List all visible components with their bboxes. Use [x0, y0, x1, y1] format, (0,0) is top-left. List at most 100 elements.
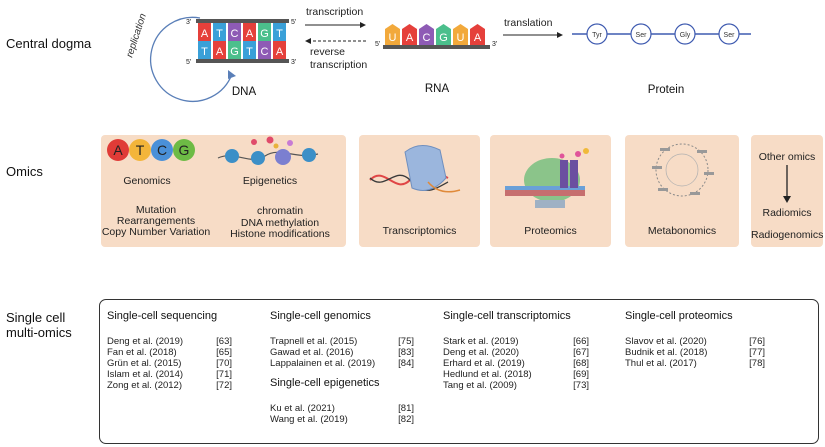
reference-author: Grün et al. (2015): [107, 358, 182, 369]
genomics-letter-circle: [151, 139, 173, 161]
dna-base-top: [228, 23, 241, 41]
rna-base: [436, 24, 451, 45]
dna-base-bottom: [198, 41, 211, 59]
genomics-letter-circle: [107, 139, 129, 161]
sc-transcriptomics-refs: Stark et al. (2019)[66]Deng et al. (2020…: [443, 336, 589, 391]
transcription-arrowhead: [360, 22, 366, 28]
rna-base-letter: U: [389, 32, 397, 44]
reference-author: Deng et al. (2019): [107, 336, 184, 347]
amino-acid-label: Ser: [636, 32, 648, 39]
reference-number: [75]: [398, 336, 414, 347]
reference-number: [70]: [216, 358, 232, 369]
sc-proteomics-refs: Slavov et al. (2020)[76]Budnik et al. (2…: [625, 336, 765, 369]
reference-author: Erhard et al. (2019): [443, 358, 525, 369]
metabonomics-label: Metabonomics: [647, 225, 717, 237]
dna-base-bottom: [258, 41, 271, 59]
reference-row: Wang et al. (2019) [82]: [270, 414, 414, 425]
reference-row: Trapnell et al. (2015) [75]: [270, 336, 414, 347]
dna-top-backbone: [196, 19, 289, 23]
reference-author: Gawad et al. (2016): [270, 347, 354, 358]
rna-base-letter: A: [474, 32, 482, 44]
epigenetics-title: Epigenetics: [242, 175, 298, 187]
reference-author: Trapnell et al. (2015): [270, 336, 358, 347]
genomics-letter: A: [113, 142, 123, 158]
reference-number: [77]: [749, 347, 765, 358]
row-label-single-cell-line1: Single cell: [6, 310, 66, 325]
rna-base-letter: C: [423, 32, 431, 44]
epigenetics-item: Histone modifications: [230, 228, 330, 240]
rna-base: [453, 24, 468, 45]
genomics-item: Mutation: [135, 204, 177, 216]
other-omics-arrowhead: [783, 196, 791, 203]
transcription-label: transcription: [306, 6, 363, 18]
protein-label: Protein: [648, 84, 684, 96]
reference-author: Budnik et al. (2018): [625, 347, 708, 358]
reference-number: [65]: [216, 347, 232, 358]
dna-prime-bottom-right: 3': [291, 59, 296, 66]
sc-sequencing-refs: Deng et al. (2019)[63]Fan et al. (2018)[…: [107, 336, 232, 391]
reference-author: Thul et al. (2017): [625, 358, 697, 369]
reference-number: [73]: [573, 380, 589, 391]
dna-base-top: [213, 23, 226, 41]
reference-row: Gawad et al. (2016)[83]: [270, 347, 414, 358]
other-omics-title: Other omics: [758, 151, 816, 163]
amino-acid-bead: [630, 23, 652, 45]
amino-acid-label: Ser: [724, 32, 736, 39]
reference-row: Slavov et al. (2020)[76]: [625, 336, 765, 347]
dna-bottom-backbone: [196, 59, 289, 63]
reference-author: Lappalainen et al. (2019): [270, 358, 376, 369]
reference-number: [68]: [573, 358, 589, 369]
rna-base: [402, 24, 417, 45]
genomics-item: Rearrangements: [116, 215, 196, 227]
amino-acid-label: Tyr: [592, 32, 602, 39]
rna-base: [385, 24, 400, 45]
epigenetics-items: chromatin DNA methylation Histone modifi…: [222, 205, 338, 241]
reference-row: Deng et al. (2019)[63]: [107, 336, 232, 347]
reference-author: Tang et al. (2009): [443, 380, 517, 391]
genomics-letter: T: [136, 142, 145, 158]
proteomics-label: Proteomics: [524, 225, 577, 237]
dna-base-letter: A: [246, 28, 254, 40]
reference-number: [69]: [573, 369, 589, 380]
metabonomics-illustration: [652, 143, 714, 197]
sc-genomics-title: Single-cell genomics: [270, 310, 371, 322]
reference-row: Ku et al. (2021)[81]: [270, 403, 414, 414]
dna-base-top: [273, 23, 286, 41]
reference-author: Wang et al. (2019): [270, 414, 348, 425]
dna-base-letter: T: [246, 46, 253, 58]
single-cell-box: [99, 299, 819, 444]
genomics-letter-circle: [129, 139, 151, 161]
transcriptomics-label: Transcriptomics: [382, 225, 457, 237]
row-label-central-dogma: Central dogma: [6, 36, 92, 51]
epigenetics-item: chromatin: [256, 205, 304, 217]
reverse-transcription-label-1: reverse: [310, 46, 345, 58]
reference-number: [82]: [398, 414, 414, 425]
dna-base-bottom: [273, 41, 286, 59]
epigenetics-item: DNA methylation: [240, 216, 320, 229]
row-label-single-cell-line2: multi-omics: [6, 325, 72, 340]
sc-transcriptomics-title: Single-cell transcriptomics: [443, 310, 571, 322]
reference-row: Thul et al. (2017)[78]: [625, 358, 765, 369]
genomics-item: Copy Number Variation: [101, 226, 211, 238]
rna-base-letter: A: [406, 32, 414, 44]
genomics-letter: G: [179, 142, 190, 158]
reference-number: [66]: [573, 336, 589, 347]
rna-prime-right: 3': [492, 41, 497, 48]
replication-arrowhead: [228, 70, 236, 79]
dna-base-bottom: [213, 41, 226, 59]
dna-label: DNA: [232, 86, 257, 98]
dna-base-bottom: [243, 41, 256, 59]
amino-acid-label: Gly: [680, 32, 691, 39]
dna-base-letter: A: [201, 28, 209, 40]
reference-number: [71]: [216, 369, 232, 380]
radiogenomics-label: Radiogenomics: [751, 229, 824, 241]
reference-row: Deng et al. (2020)[67]: [443, 347, 589, 358]
reference-number: [76]: [749, 336, 765, 347]
amino-acid-bead: [674, 23, 696, 45]
reverse-transcription-label-2: transcription: [310, 59, 367, 71]
amino-acid-bead: [718, 23, 740, 45]
reference-row: Fan et al. (2018)[65]: [107, 347, 232, 358]
replication-arrow: [149, 16, 233, 102]
sc-epigenetics-refs: Ku et al. (2021)[81]Wang et al. (2019) [8…: [270, 403, 414, 425]
